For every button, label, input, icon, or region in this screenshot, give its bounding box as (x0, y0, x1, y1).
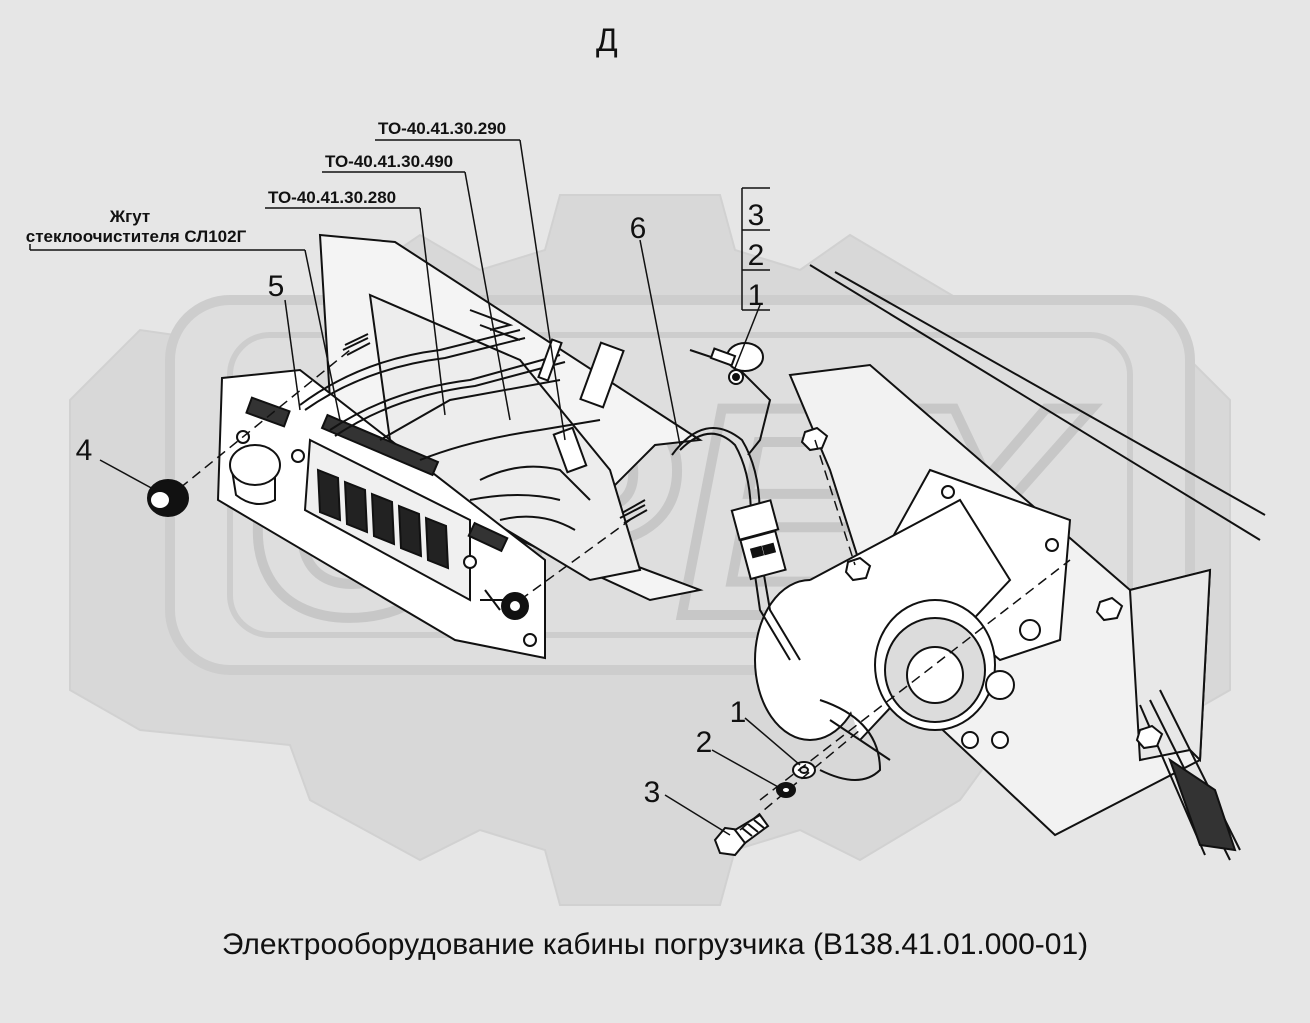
harness-label-line1: Жгут (109, 207, 150, 226)
view-label: Д (596, 22, 618, 58)
item-stack (741, 187, 770, 311)
item-number-6: 6 (630, 212, 647, 245)
part-label-290: ТО-40.41.30.290 (378, 119, 506, 138)
harness-label-line2: стеклоочистителя СЛ102Г (26, 227, 247, 246)
knob (147, 479, 189, 517)
item-number-4: 4 (76, 434, 93, 467)
item-number-2-stack: 2 (748, 239, 765, 272)
part-label-490: ТО-40.41.30.490 (325, 152, 453, 171)
part-label-280: ТО-40.41.30.280 (268, 188, 396, 207)
item-number-1-stack: 1 (748, 279, 765, 312)
connector-harness (671, 427, 801, 661)
alignment-lines (179, 349, 1071, 831)
item-number-5: 5 (268, 270, 285, 303)
item-number-3-stack: 3 (748, 199, 765, 232)
rocker-switches (316, 468, 450, 570)
item-number-3-bottom: 3 (644, 776, 661, 809)
switch-wires (299, 309, 625, 531)
leader-lines (29, 139, 801, 836)
item-number-1-bottom: 1 (730, 696, 747, 729)
diagram-caption: Электрооборудование кабины погрузчика (В… (221, 928, 1089, 961)
item-number-2-bottom: 2 (696, 726, 713, 759)
fastener-set (713, 761, 816, 857)
bracket-nuts (800, 426, 1164, 750)
switch-labels (245, 396, 509, 553)
switch-panel (216, 368, 546, 660)
